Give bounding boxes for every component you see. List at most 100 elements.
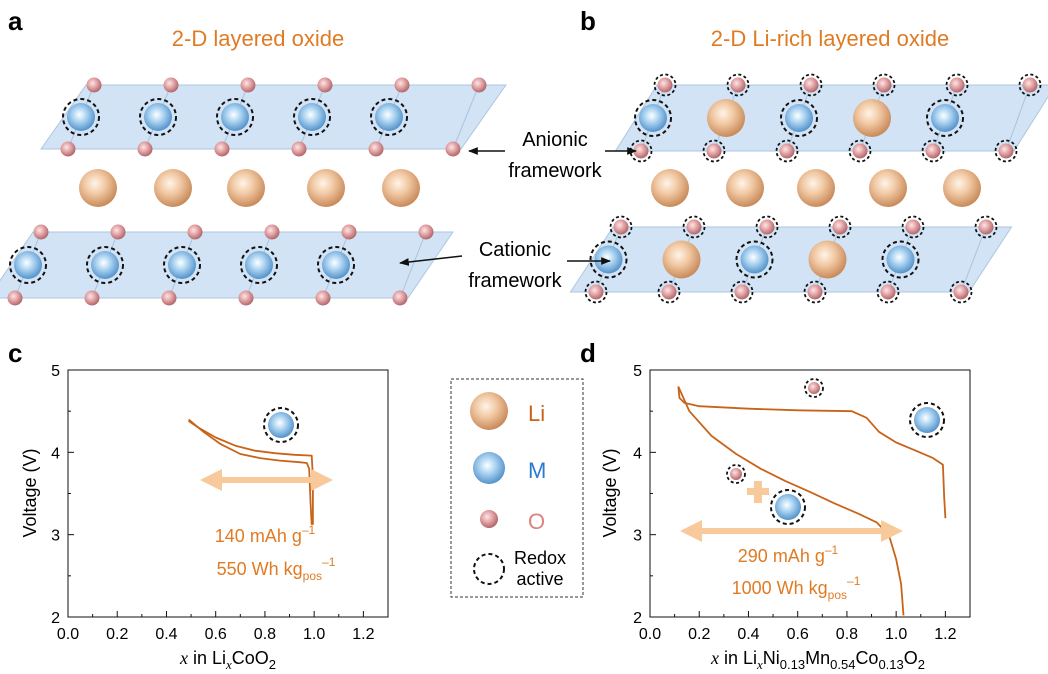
plot-c-ytick-label: 2 [51,610,60,627]
plot-c-m-icon [268,412,294,438]
b-upper-bot-redox-ring [921,139,945,163]
b-lower-bot-redox-ring [657,280,681,304]
b-upper-li-atom [707,99,745,137]
plot-c-xtick-label: 0.4 [155,626,177,643]
a-lower-redox-ring [317,246,355,284]
plot-d-xlabel-sub-var: x [756,657,763,672]
b-upper-li-atom [853,99,891,137]
plot-d-energy: 1000 Wh kgpos–1 [732,574,861,602]
a-upper-top-o-atom [163,77,179,93]
structure-a [0,77,507,306]
a-lower-redox-ring [86,246,124,284]
a-lower-top-o-atom [187,224,203,240]
b-upper-top-o-atom [803,77,819,93]
b-lower-top-redox-ring [755,215,779,239]
b-lower-slab [569,226,1013,293]
plot-d-capacity-sup: –1 [825,543,839,557]
b-lower-bot-o-atom [880,284,896,300]
b-upper-bot-o-atom [925,143,941,159]
a-mid-li-atom [79,169,117,207]
cationic-label-line1: Cationic [479,239,551,261]
plot-d-xtick-label: 0.2 [688,626,710,643]
a-lower-bot-o-atom [392,290,408,306]
plot-c-xlabel-sub2: 2 [269,657,276,672]
plot-c-ytick-label: 4 [51,445,60,462]
plot-c-series [188,418,314,525]
a-mid-li-atom [227,169,265,207]
b-mid-li-atom [797,169,835,207]
b-upper-bot-redox-ring [775,139,799,163]
plot-c-xlabel-prefix: in Li [193,648,226,668]
a-lower-bot-o-atom [161,290,177,306]
plot-c-capacity-text: 140 mAh g [215,526,302,546]
b-upper-top-redox-ring [945,73,969,97]
a-lower-edge [399,231,427,299]
plot-c-xtick-label: 0.6 [205,626,227,643]
plot-c-frame [67,369,389,618]
b-upper-redox-ring [926,99,964,137]
a-upper-top-o-atom [240,77,256,93]
plot-d-energy-sup: –1 [847,574,861,588]
anionic-label-line2: framework [508,160,602,182]
a-upper-top-o-atom [471,77,487,93]
a-lower-redox-ring [163,246,201,284]
plot-d-o-icon-low [730,468,742,480]
plot-d-series-0 [677,386,947,519]
a-upper-edge [452,84,480,150]
a-upper-bot-o-atom [137,141,153,157]
plot-c-capacity: 140 mAh g–1 [215,523,316,546]
legend: Li M O Redox active [450,378,584,598]
b-lower-m-atom [594,245,623,274]
legend-redox-label1: Redox [514,548,566,568]
a-lower-bot-o-atom [238,290,254,306]
b-upper-top-redox-ring [872,73,896,97]
a-lower-redox-ring [9,246,47,284]
plot-d-m-ring [909,402,945,438]
a-upper-slab [40,84,507,150]
b-upper-bot-redox-ring [848,139,872,163]
plot-d-xlabel-prefix: in Li [724,648,757,668]
b-upper-m-atom [639,104,667,132]
plot-c-xtick-label: 1.2 [352,626,374,643]
b-upper-top-o-atom [730,77,746,93]
b-upper-top-o-atom [657,77,673,93]
b-upper-bot-o-atom [706,143,722,159]
plot-d-m-icon [914,407,940,433]
b-upper-m-atom [931,104,959,132]
plot-d-m-icon-low [775,494,801,520]
b-upper-redox-ring [634,99,672,137]
a-lower-slab [0,231,454,299]
b-upper-bot-o-atom [852,143,868,159]
plot-d-capacity-text: 290 mAh g [738,546,825,566]
plot-c-arrowhead-right [311,469,333,491]
plot-d-m-ring-low [770,489,806,525]
plot-d-ytick-label: 2 [633,610,642,627]
plot-d-plus-icon [747,481,769,503]
plot-d-xlabel-co: Co [855,648,878,668]
b-lower-top-o-atom [832,219,848,235]
b-lower-redox-ring [881,240,920,279]
panel-letter-d: d [580,338,596,368]
a-lower-m-atom [168,251,196,279]
panel-title-b: 2-D Li-rich layered oxide [711,26,949,51]
plot-d-o-ring-low [726,464,746,484]
a-lower-top-o-atom [418,224,434,240]
cationic-arrow-left [399,255,463,266]
a-lower-top-o-atom [110,224,126,240]
b-upper-bot-redox-ring [702,139,726,163]
b-lower-bot-o-atom [953,284,969,300]
b-mid-li-atom [943,169,981,207]
plot-c-xtick-label: 0.2 [106,626,128,643]
legend-redox-label2: active [516,569,563,589]
a-lower-redox-ring [240,246,278,284]
a-lower-bot-o-atom [315,290,331,306]
plot-d-arrowhead-right [881,520,903,542]
legend-o-label: O [528,509,545,534]
a-upper-m-atom [144,103,172,131]
plot-d-ylabel: Voltage (V) [600,448,620,537]
b-upper-bot-redox-ring [629,139,653,163]
a-upper-top-o-atom [394,77,410,93]
b-upper-redox-ring [780,99,818,137]
